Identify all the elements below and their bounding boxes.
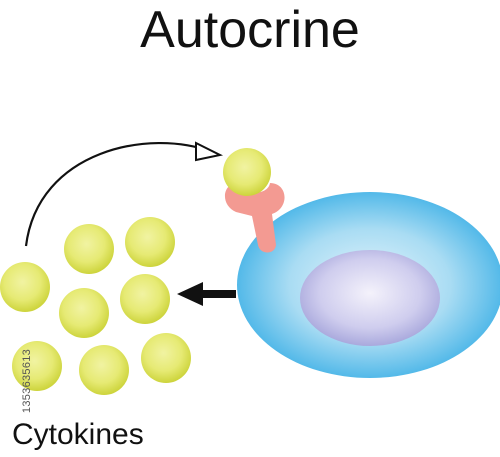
cytokine xyxy=(141,333,191,383)
cytokine xyxy=(64,224,114,274)
cytokine xyxy=(0,262,50,312)
cell-nucleus xyxy=(300,250,440,346)
diagram-title: Autocrine xyxy=(140,1,360,59)
cytokine xyxy=(120,274,170,324)
cytokine xyxy=(12,341,62,391)
straight-arrow-icon xyxy=(177,282,236,306)
bound-cytokine xyxy=(223,148,271,196)
cytokine xyxy=(79,345,129,395)
cytokines-label: Cytokines xyxy=(12,418,144,451)
cytokine xyxy=(125,217,175,267)
curved-arrow-icon xyxy=(24,141,224,247)
receptor-shape xyxy=(224,183,285,253)
cytokine-cluster xyxy=(0,217,191,395)
cytokine xyxy=(59,288,109,338)
side-id-text: 1353635613 xyxy=(21,348,33,414)
